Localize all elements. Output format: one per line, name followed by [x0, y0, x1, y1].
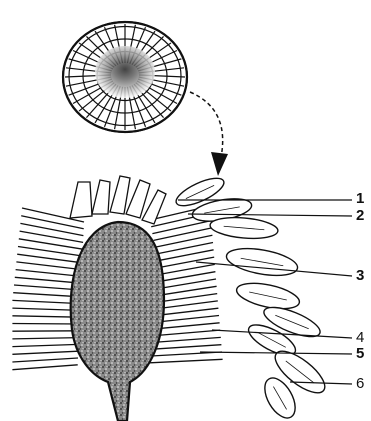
flower-head-top-view — [63, 22, 187, 132]
label-1: 1 — [356, 191, 364, 207]
label-4: 4 — [356, 330, 364, 346]
receptacle — [71, 222, 164, 421]
top-fringe-florets — [70, 176, 166, 224]
curved-arrow — [190, 92, 228, 176]
label-5: 5 — [356, 346, 364, 362]
label-6: 6 — [356, 376, 364, 392]
label-3: 3 — [356, 268, 364, 284]
label-2: 2 — [356, 208, 364, 224]
